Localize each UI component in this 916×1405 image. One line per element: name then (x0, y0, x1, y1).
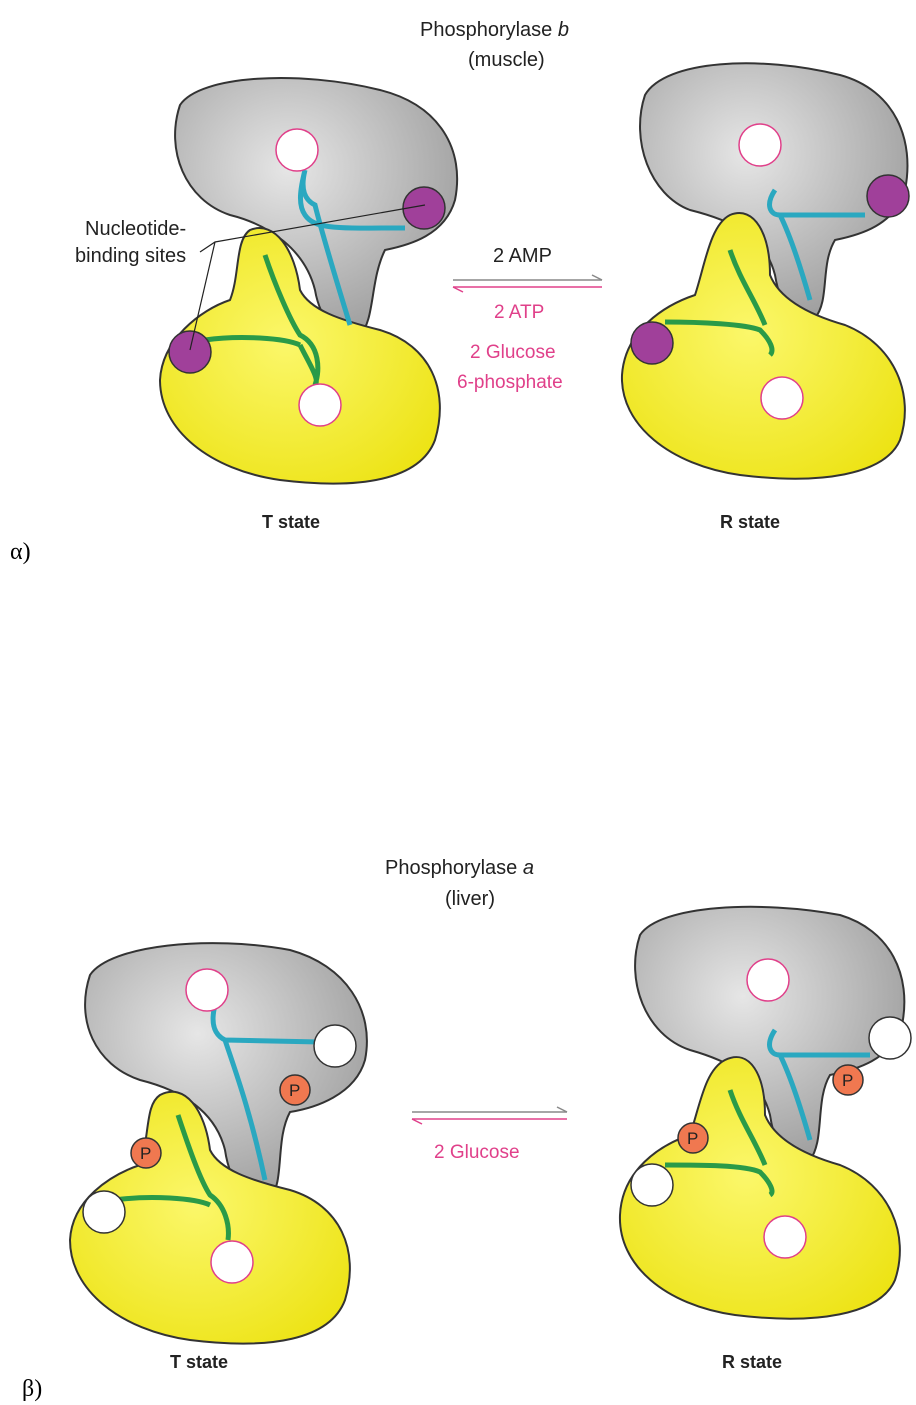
equilibrium-arrows-a (453, 275, 602, 292)
active-site-circle (186, 969, 228, 1011)
active-site-circle (761, 377, 803, 419)
t-state-label-a: T state (262, 512, 320, 532)
nucleotide-binding-site-empty (869, 1017, 911, 1059)
phosphate-label: P (842, 1071, 853, 1090)
active-site-circle (747, 959, 789, 1001)
annotation-line1: Nucleotide- (85, 218, 186, 240)
annotation-line2: binding sites (75, 245, 186, 267)
reverse-label-a-1: 2 ATP (494, 302, 544, 323)
title-a-line1: Phosphorylase b (420, 19, 569, 41)
reverse-label-b-1: 2 Glucose (434, 1142, 520, 1163)
nucleotide-binding-site-empty (83, 1191, 125, 1233)
active-site-circle (299, 384, 341, 426)
nucleotide-binding-site (867, 175, 909, 217)
r-state-label-a: R state (720, 512, 780, 532)
panel-b: Phosphorylase a (liver) P P 2 Glucose (22, 857, 911, 1402)
nucleotide-binding-site-empty (631, 1164, 673, 1206)
active-site-circle (276, 129, 318, 171)
t-state-molecule-b: P P (70, 943, 367, 1343)
active-site-circle (739, 124, 781, 166)
reverse-label-a-3: 6-phosphate (457, 372, 563, 393)
phosphate-label: P (140, 1144, 151, 1163)
t-state-label-b: T state (170, 1352, 228, 1372)
phosphate-label: P (289, 1081, 300, 1100)
forward-label-a: 2 AMP (493, 245, 552, 267)
t-state-molecule-a (160, 78, 457, 484)
panel-a: Phosphorylase b (muscle) Nucleotide- bin… (10, 19, 909, 565)
nucleotide-binding-site (169, 331, 211, 373)
panel-label-a: α) (10, 539, 31, 565)
nucleotide-binding-site-empty (314, 1025, 356, 1067)
r-state-molecule-a (622, 63, 909, 478)
r-state-label-b: R state (722, 1352, 782, 1372)
reverse-label-a-2: 2 Glucose (470, 342, 556, 363)
title-b-line1: Phosphorylase a (385, 857, 534, 879)
title-a-line2: (muscle) (468, 49, 545, 71)
phosphate-label: P (687, 1129, 698, 1148)
nucleotide-binding-site (631, 322, 673, 364)
title-b-line2: (liver) (445, 888, 495, 910)
equilibrium-arrows-b (412, 1107, 567, 1124)
active-site-circle (211, 1241, 253, 1283)
active-site-circle (764, 1216, 806, 1258)
panel-label-b: β) (22, 1376, 42, 1402)
r-state-molecule-b: P P (620, 907, 911, 1319)
